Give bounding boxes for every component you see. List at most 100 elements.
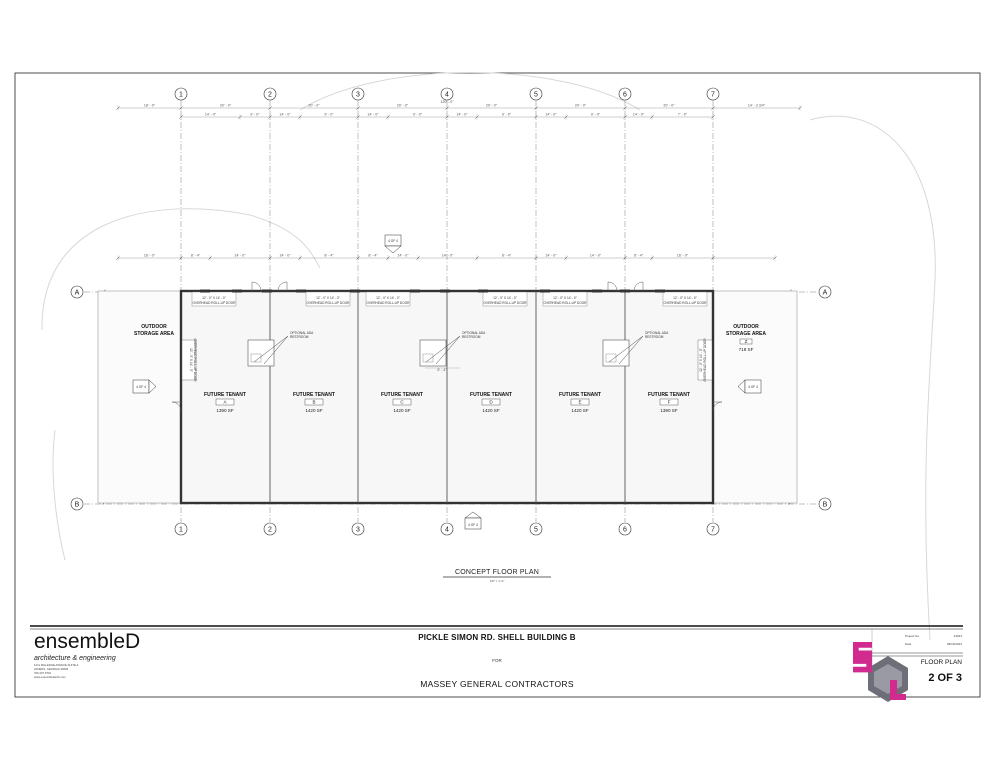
grid-bubble-top-7 xyxy=(706,87,720,101)
window-mark-12 xyxy=(655,289,665,293)
date-value: 08/16/2024 xyxy=(947,642,962,646)
grid-bubble-top-5 xyxy=(529,87,543,101)
overhead-door-size-5: 12' - 0" X 14' - 0" xyxy=(553,296,577,300)
restroom-leader-3 xyxy=(608,335,644,363)
grid-label-top-5: 5 xyxy=(534,92,538,99)
restroom-note1-2: OPTIONAL ADA xyxy=(462,331,486,335)
grid-bubble-left-A xyxy=(70,285,84,299)
top-dim-row2-text: 9' - 0" xyxy=(413,113,423,117)
tenant-tag-box-E xyxy=(570,398,590,406)
tenant-area-A: 1390 SF xyxy=(216,408,234,413)
top-dim-row2-text: 14' - 0" xyxy=(456,113,468,117)
firm-phone: 706.207.9701 xyxy=(34,671,52,675)
tenant-tag-box-D xyxy=(481,398,501,406)
storage-left-label: OUTDOOR STORAGE AREA xyxy=(134,324,174,337)
section-tag-right: 4 OF 4 xyxy=(737,379,762,394)
watermark-logo xyxy=(853,642,908,702)
grid-label-bottom-7: 7 xyxy=(711,527,715,534)
grid-bubble-right-B xyxy=(818,497,832,511)
section-tag-left: 4 OF 4 xyxy=(132,379,157,394)
side-door-left: 12' - 0" X 14' - 0" OVERHEAD ROLL-UP DOO… xyxy=(181,339,197,383)
restroom-note2-1: RESTROOM xyxy=(290,335,309,339)
restroom-fixture-2 xyxy=(422,353,434,363)
restroom-note2-3: RESTROOM xyxy=(645,335,664,339)
grid-bubble-bottom-6 xyxy=(618,522,632,536)
tenant-area-B: 1420 SF xyxy=(305,408,323,413)
grid-bubble-top-4 xyxy=(440,87,454,101)
grid-bubble-top-6 xyxy=(618,87,632,101)
overhead-door-label-4: OVERHEAD ROLL-UP DOOR xyxy=(484,301,528,305)
grid-label-top-3: 3 xyxy=(356,92,360,99)
side-door-left-label: OVERHEAD ROLL-UP DOOR xyxy=(193,339,197,383)
side-door-left-size: 12' - 0" X 14' - 0" xyxy=(189,348,193,372)
tenant-unit-E: E xyxy=(578,400,581,405)
storage-slab-left xyxy=(97,290,182,504)
window-mark-3 xyxy=(262,289,272,293)
top-dim-row1-text: 20' - 0" xyxy=(486,104,498,108)
site-arcs xyxy=(41,72,936,641)
overhead-door-label-6: OVERHEAD ROLL-UP DOOR xyxy=(664,301,708,305)
window-mark-7 xyxy=(440,289,450,293)
restroom-fixture-3 xyxy=(605,353,617,363)
tenant-unit-D: D xyxy=(489,400,493,405)
tenant-area-F: 1390 SF xyxy=(660,408,678,413)
window-mark-6 xyxy=(410,289,420,293)
date-label: Date xyxy=(905,642,912,646)
title-block: ensembleD architecture & engineering 121… xyxy=(30,625,963,692)
restroom-leader-1 xyxy=(253,335,289,363)
tenant-unit-B: B xyxy=(312,400,315,405)
overall-dim: 120' - 0" xyxy=(440,100,454,104)
storage-right-tag: Z xyxy=(745,339,748,344)
storage-right-tag-box xyxy=(739,338,753,345)
client-name: MASSEY GENERAL CONTRACTORS xyxy=(420,679,574,689)
tenant-unit-C: C xyxy=(400,400,404,405)
storage-right-area: 718 SF xyxy=(739,347,754,352)
overhead-door-5 xyxy=(542,291,588,307)
mid-dim-row-text: 8' - 4" xyxy=(502,254,512,258)
project-no-value: 24043 xyxy=(954,634,963,638)
window-mark-5 xyxy=(350,289,360,293)
mid-dim-row-text: 14' - 0" xyxy=(279,254,291,258)
firm-web: www.ensembledarch.com xyxy=(34,675,67,679)
mid-dim-row-text: 8' - 4" xyxy=(324,254,334,258)
grid-label-bottom-4: 4 xyxy=(445,527,449,534)
firm-address-1: 1211 MILLEDGE AVENUE SUITE A xyxy=(34,663,78,667)
tenant-tag-box-C xyxy=(392,398,412,406)
top-dim-row1-text: 18' - 0" xyxy=(144,104,156,108)
overhead-door-size-1: 12' - 0" X 14' - 0" xyxy=(202,296,226,300)
mid-dim-row-text: 14' - 0" xyxy=(442,254,454,258)
top-dim-row1-text: 20' - 0" xyxy=(663,104,675,108)
window-mark-2 xyxy=(232,289,242,293)
grid-label-bottom-1: 1 xyxy=(179,527,183,534)
restroom-fixture-1 xyxy=(250,353,262,363)
restroom-leader-2 xyxy=(425,335,461,363)
window-mark-4 xyxy=(296,289,306,293)
restroom-note1-3: OPTIONAL ADA xyxy=(645,331,669,335)
restroom-note2-2: RESTROOM xyxy=(462,335,481,339)
top-dim-row1-text: 20' - 0" xyxy=(308,104,320,108)
grid-label-top-1: 1 xyxy=(179,92,183,99)
grid-label-bottom-2: 2 xyxy=(268,527,272,534)
project-title: PICKLE SIMON RD. SHELL BUILDING B xyxy=(418,633,576,642)
side-door-right: 12' - 0" X 14' - 0" OVERHEAD ROLL-UP DOO… xyxy=(697,338,713,381)
tenant-area-D: 1420 SF xyxy=(482,408,500,413)
window-mark-11 xyxy=(620,289,630,293)
tenant-area-C: 1420 SF xyxy=(393,408,411,413)
section-tag-right-text: 4 OF 4 xyxy=(748,385,758,389)
firm-logo: ensembleD xyxy=(34,630,140,653)
grid-bubble-left-B xyxy=(70,497,84,511)
restroom-leader-b-3 xyxy=(618,335,644,365)
mid-dim-row-text: 14' - 0" xyxy=(545,254,557,258)
plan-title-block: CONCEPT FLOOR PLAN 1/8" = 1'-0" xyxy=(443,569,551,583)
mid-dim-row-text: 16' - 0" xyxy=(677,254,689,258)
window-mark-9 xyxy=(540,289,550,293)
tenant-tag-box-F xyxy=(659,398,679,406)
overhead-door-4 xyxy=(482,291,528,307)
grid-label-top-7: 7 xyxy=(711,92,715,99)
top-dim-row1-text: 14' - 3 3/4" xyxy=(748,104,766,108)
storage-left-line2: STORAGE AREA xyxy=(134,331,174,337)
top-dim-row2-text: 14' - 0" xyxy=(205,113,217,117)
grid-bubble-bottom-4 xyxy=(440,522,454,536)
